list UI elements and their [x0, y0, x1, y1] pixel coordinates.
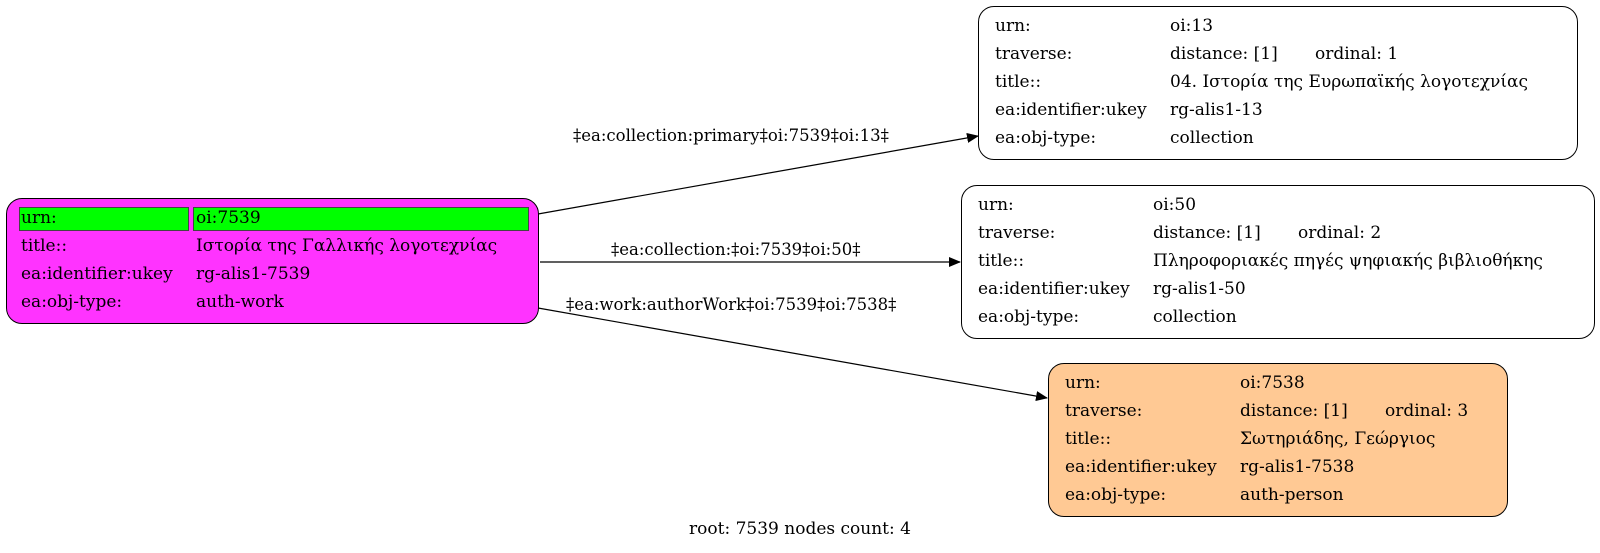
row-value: oi:13	[1170, 16, 1214, 36]
edge-line-collection-primary	[537, 132, 979, 215]
urn-key-highlight	[19, 207, 189, 231]
row-key: title::	[21, 236, 68, 256]
row-key: title::	[978, 251, 1025, 271]
row-key: ea:identifier:ukey	[978, 279, 1130, 299]
row-value: collection	[1170, 128, 1254, 148]
row-key: urn:	[978, 195, 1014, 215]
row-value: Ιστορία της Γαλλικής λογοτεχνίας	[196, 236, 498, 256]
row-key: ea:identifier:ukey	[21, 264, 173, 284]
urn-value-highlight	[193, 207, 529, 231]
row-value: rg-alis1-7538	[1240, 457, 1355, 477]
row-key: urn:	[995, 16, 1031, 36]
edge-label-author-work: ‡ea:work:authorWork‡oi:7539‡oi:7538‡	[566, 295, 896, 314]
node-oi-7538[interactable]: urn: oi:7538 traverse: distance: [1] ord…	[1048, 363, 1508, 517]
edge-label-collection-primary: ‡ea:collection:primary‡oi:7539‡oi:13‡	[573, 126, 889, 145]
row-value: Πληροφοριακές πηγές ψηφιακής βιβλιοθήκης	[1153, 251, 1543, 271]
row-value: 04. Ιστορία της Ευρωπαϊκής λογοτεχνίας	[1170, 72, 1529, 92]
row-key: ea:identifier:ukey	[995, 100, 1147, 120]
traverse-distance: distance: [1]	[1170, 44, 1278, 64]
row-key: ea:obj-type:	[995, 128, 1097, 148]
row-key: traverse:	[995, 44, 1073, 64]
node-oi-50[interactable]: urn: oi:50 traverse: distance: [1] ordin…	[961, 185, 1595, 339]
row-value: Σωτηριάδης, Γεώργιος	[1240, 429, 1436, 449]
row-key: title::	[1065, 429, 1112, 449]
row-key: ea:obj-type:	[21, 292, 123, 312]
row-value: auth-person	[1240, 485, 1344, 505]
edge-line-author-work	[537, 307, 1048, 402]
row-value: auth-work	[196, 292, 284, 312]
traverse-ordinal: ordinal: 1	[1315, 44, 1399, 64]
row-key: ea:obj-type:	[978, 307, 1080, 327]
traverse-distance: distance: [1]	[1153, 223, 1261, 243]
row-value: rg-alis1-50	[1153, 279, 1246, 299]
row-key: traverse:	[1065, 401, 1143, 421]
row-key: traverse:	[978, 223, 1056, 243]
traverse-ordinal: ordinal: 3	[1385, 401, 1469, 421]
row-value: rg-alis1-13	[1170, 100, 1263, 120]
traverse-ordinal: ordinal: 2	[1298, 223, 1382, 243]
node-oi-13[interactable]: urn: oi:13 traverse: distance: [1] ordin…	[978, 6, 1578, 160]
row-value: collection	[1153, 307, 1237, 327]
row-key: urn:	[1065, 373, 1101, 393]
row-key: urn:	[21, 208, 57, 228]
row-value: oi:7539	[196, 208, 261, 228]
traverse-distance: distance: [1]	[1240, 401, 1348, 421]
row-key: title::	[995, 72, 1042, 92]
row-key: ea:identifier:ukey	[1065, 457, 1217, 477]
edge-label-collection: ‡ea:collection:‡oi:7539‡oi:50‡	[611, 240, 860, 259]
graph-caption: root: 7539 nodes count: 4	[689, 519, 911, 539]
row-value: oi:50	[1153, 195, 1197, 215]
row-value: rg-alis1-7539	[196, 264, 311, 284]
node-root-7539[interactable]: urn: oi:7539 title:: Ιστορία της Γαλλική…	[6, 198, 539, 324]
row-key: ea:obj-type:	[1065, 485, 1167, 505]
row-value: oi:7538	[1240, 373, 1305, 393]
